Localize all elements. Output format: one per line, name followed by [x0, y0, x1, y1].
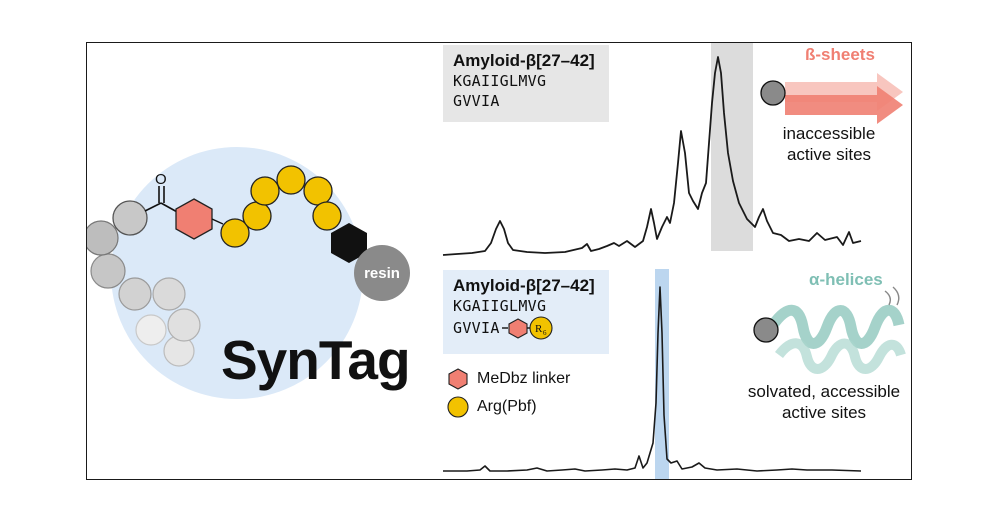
chromatogram-trace-solvated: [443, 286, 862, 472]
sequence-box-solvated: Amyloid-β[27–42] KGAIIGLMVG GVVIA R 6: [443, 270, 609, 354]
alpha-helices-label: α-helices: [809, 270, 883, 289]
bond-line: [144, 202, 162, 212]
chromatogram-trace-aggregated: [442, 56, 862, 256]
carbonyl-oxygen-label: O: [155, 171, 167, 188]
grey-residue: [152, 277, 186, 311]
beta-sheets-description: inaccessible active sites: [782, 124, 876, 164]
sequence-line: GVVIA: [453, 319, 500, 337]
grey-residue: [90, 253, 126, 289]
helix-ribbon: [775, 338, 906, 374]
grey-residue: [118, 277, 152, 311]
legend-item-arginine: Arg(Pbf): [447, 396, 537, 418]
resin-bead: [354, 245, 410, 301]
sequence-line: GVVIA: [453, 92, 500, 110]
grey-residue: [112, 200, 148, 236]
grey-residue: [167, 308, 201, 342]
arg-residue: [220, 218, 250, 248]
hexagon-icon: [508, 318, 528, 339]
arg-residue: [242, 201, 272, 231]
arg-residue: [312, 201, 342, 231]
resin-label: resin: [364, 265, 400, 282]
helix-ribbon: [768, 304, 905, 349]
circle-icon: [529, 316, 553, 340]
alpha-helix-graphic: [753, 286, 906, 374]
anchor-hexagon: [331, 223, 367, 263]
beta-strand-arrow: [785, 86, 903, 124]
motion-mark: [884, 290, 892, 306]
tag-bead-icon: [753, 317, 779, 343]
tag-bead-icon: [760, 80, 786, 106]
sequence-line-tagged: GVVIA R 6: [453, 316, 599, 340]
tag-label: R: [535, 323, 543, 335]
sequence-box-aggregated: Amyloid-β[27–42] KGAIIGLMVG GVVIA: [443, 45, 609, 122]
motion-mark: [892, 286, 900, 306]
figure-frame: O resin: [86, 42, 912, 480]
syntag-tag-icon: R 6: [501, 316, 553, 340]
arg-residue: [250, 176, 280, 206]
grey-residue: [135, 314, 167, 346]
figure-artwork: O resin: [87, 43, 906, 479]
bond-line: [211, 218, 224, 225]
arg-residue: [303, 176, 333, 206]
beta-sheet-graphic: [760, 73, 903, 124]
circle-icon: [447, 396, 469, 418]
arg-chain: [220, 165, 342, 248]
grey-residue: [87, 220, 119, 256]
peptide-title: Amyloid-β[27–42]: [453, 276, 595, 295]
syntag-title: SynTag: [221, 329, 411, 391]
medbz-linker-hexagon: [175, 198, 213, 240]
sequence-line: KGAIIGLMVG: [453, 72, 547, 90]
alpha-helices-description: solvated, accessible active sites: [747, 382, 901, 422]
legend-item-linker: MeDbz linker: [447, 368, 570, 390]
arg-residue: [276, 165, 306, 195]
legend-label: MeDbz linker: [477, 370, 571, 387]
beta-sheets-label: ß-sheets: [805, 45, 875, 64]
legend-label: Arg(Pbf): [477, 398, 537, 415]
peptide-title: Amyloid-β[27–42]: [453, 51, 595, 70]
sequence-line: KGAIIGLMVG: [453, 297, 547, 315]
tag-subscript: 6: [543, 329, 547, 337]
grey-residue-chain: [87, 200, 201, 367]
hexagon-icon: [448, 368, 468, 390]
